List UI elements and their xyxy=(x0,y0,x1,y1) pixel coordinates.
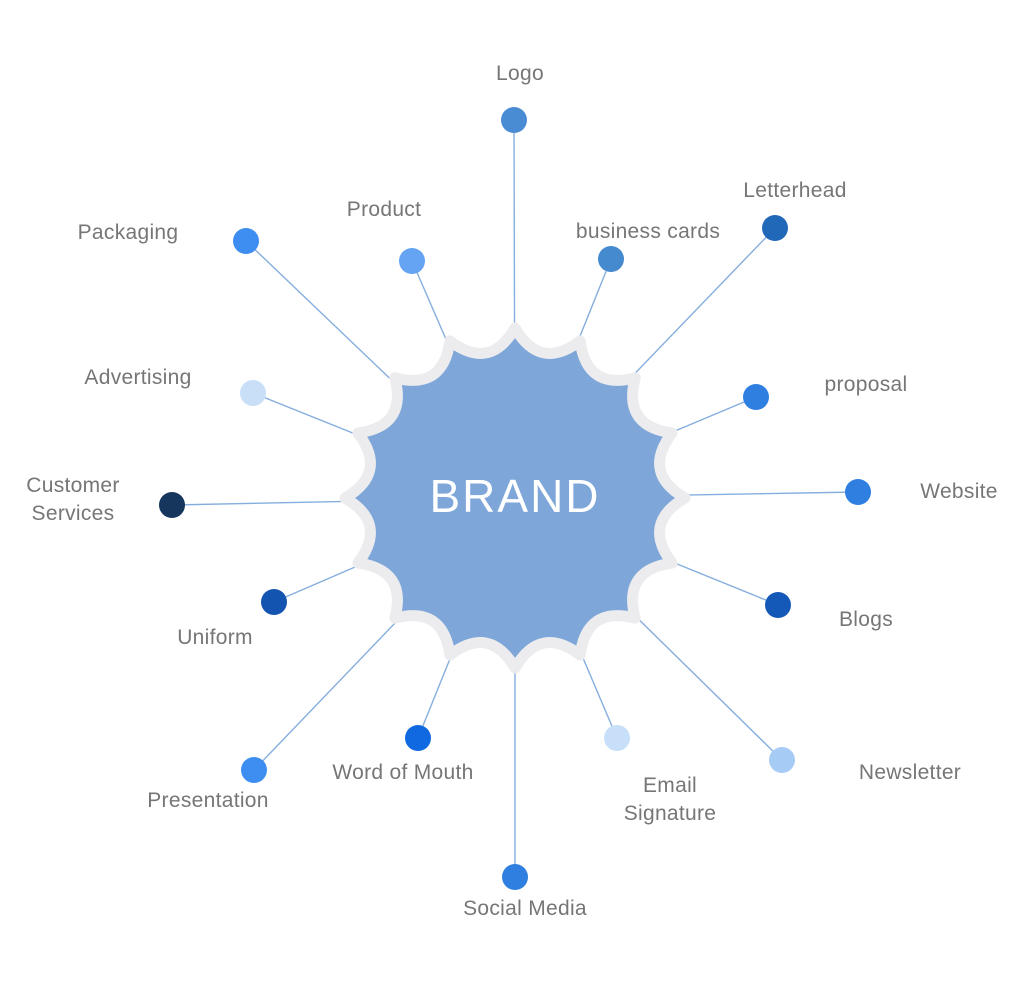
node-label-uniform[interactable]: Uniform xyxy=(177,626,253,649)
node-label-business-cards[interactable]: business cards xyxy=(575,220,721,243)
node-dot-email-signature[interactable] xyxy=(604,725,630,751)
node-label-social-media[interactable]: Social Media xyxy=(463,897,587,920)
node-dot-presentation[interactable] xyxy=(241,757,267,783)
node-dot-uniform[interactable] xyxy=(261,589,287,615)
node-dot-product[interactable] xyxy=(399,248,425,274)
node-label-email-signature[interactable]: Email Signature xyxy=(623,774,717,825)
node-label-packaging[interactable]: Packaging xyxy=(77,221,179,244)
center-seal-shape[interactable] xyxy=(339,322,691,674)
node-label-logo[interactable]: Logo xyxy=(496,62,544,85)
node-label-customer-services[interactable]: Customer Services xyxy=(26,474,120,525)
node-label-advertising[interactable]: Advertising xyxy=(84,366,192,389)
center-brand-label[interactable]: BRAND xyxy=(429,469,601,522)
node-dot-logo[interactable] xyxy=(501,107,527,133)
node-dot-website[interactable] xyxy=(845,479,871,505)
node-dot-business-cards[interactable] xyxy=(598,246,624,272)
node-dot-proposal[interactable] xyxy=(743,384,769,410)
node-dot-packaging[interactable] xyxy=(233,228,259,254)
node-dot-social-media[interactable] xyxy=(502,864,528,890)
node-label-product[interactable]: Product xyxy=(346,198,422,221)
node-dots xyxy=(159,107,871,890)
node-label-presentation[interactable]: Presentation xyxy=(147,789,269,812)
node-label-newsletter[interactable]: Newsletter xyxy=(858,761,962,784)
node-label-letterhead[interactable]: Letterhead xyxy=(743,179,847,202)
node-dot-letterhead[interactable] xyxy=(762,215,788,241)
node-label-word-of-mouth[interactable]: Word of Mouth xyxy=(332,761,474,784)
node-dot-customer-services[interactable] xyxy=(159,492,185,518)
center-seal-path[interactable] xyxy=(339,322,691,674)
node-dot-advertising[interactable] xyxy=(240,380,266,406)
node-label-proposal[interactable]: proposal xyxy=(824,373,908,396)
node-dot-blogs[interactable] xyxy=(765,592,791,618)
node-label-website[interactable]: Website xyxy=(920,480,998,503)
node-dot-word-of-mouth[interactable] xyxy=(405,725,431,751)
node-label-blogs[interactable]: Blogs xyxy=(838,608,894,631)
node-dot-newsletter[interactable] xyxy=(769,747,795,773)
